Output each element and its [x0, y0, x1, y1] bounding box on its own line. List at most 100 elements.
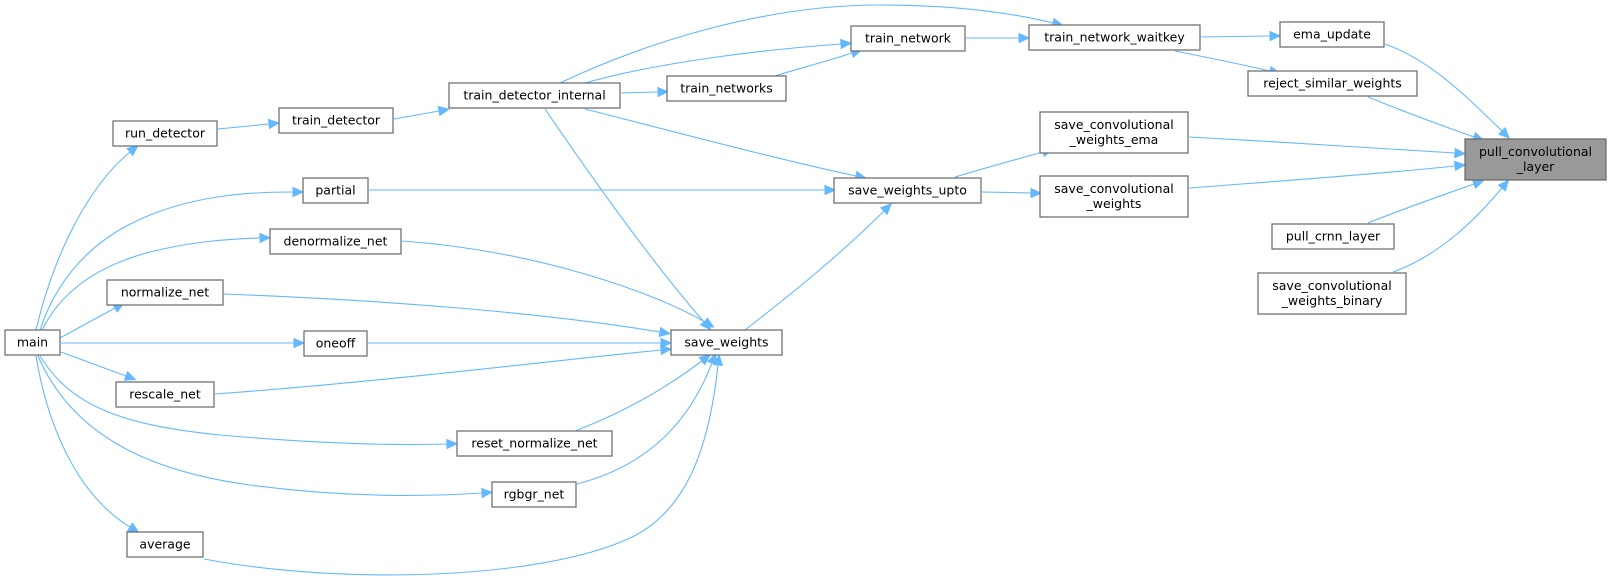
- node-label: train_detector_internal: [463, 88, 605, 103]
- node-oneoff[interactable]: oneoff: [303, 330, 368, 357]
- node-train-detector-internal[interactable]: train_detector_internal: [448, 82, 621, 109]
- edge-rgbgr_net-to-save_weights: [576, 352, 717, 485]
- node-label: reject_similar_weights: [1263, 76, 1402, 91]
- edge-line: [1392, 187, 1503, 273]
- edge-denormalize_net-to-save_weights: [401, 240, 715, 328]
- edge-train_detector_internal-to-train_network: [584, 38, 853, 84]
- edge-main-to-rgbgr_net: [37, 355, 494, 499]
- arrowhead-icon: [446, 438, 459, 450]
- arrowhead-icon: [292, 186, 305, 198]
- node-label: normalize_net: [121, 285, 209, 300]
- edge-train_detector_internal-to-train_networks: [620, 86, 670, 98]
- node-box: [303, 330, 368, 357]
- edge-train_detector_internal-to-save_weights_upto: [584, 108, 867, 182]
- node-save-weights[interactable]: save_weights: [670, 329, 783, 356]
- edge-line: [1367, 183, 1475, 224]
- edge-train_detector-to-train_detector_internal: [393, 105, 451, 120]
- node-box: [1028, 24, 1201, 51]
- node-box: [491, 481, 577, 508]
- edge-oneoff-to-save_weights: [368, 337, 673, 349]
- edge-line: [574, 360, 703, 432]
- edge-line: [35, 355, 131, 528]
- edge-line: [544, 108, 705, 323]
- edge-line: [39, 191, 294, 331]
- node-denormalize-net[interactable]: denormalize_net: [269, 228, 402, 255]
- edge-line: [576, 362, 713, 485]
- node-rgbgr-net[interactable]: rgbgr_net: [491, 481, 577, 508]
- node-rescale-net[interactable]: rescale_net: [115, 381, 215, 408]
- node-label: average: [139, 537, 190, 552]
- edge-main-to-partial: [39, 186, 305, 331]
- node-box: [448, 82, 621, 109]
- node-train-networks[interactable]: train_networks: [666, 75, 787, 102]
- node-train-detector[interactable]: train_detector: [278, 107, 394, 134]
- edge-rescale_net-to-save_weights: [214, 344, 673, 395]
- node-save-convolutional-weights-binary[interactable]: save_convolutional_weights_binary: [1257, 272, 1407, 315]
- edge-save_convolutional_weights_ema-to-pull_convolutional_layer: [1188, 136, 1467, 159]
- edge-line: [584, 108, 857, 177]
- edge-line: [59, 307, 116, 339]
- node-train-network-waitkey[interactable]: train_network_waitkey: [1028, 24, 1201, 51]
- node-train-network[interactable]: train_network: [850, 25, 966, 52]
- node-main[interactable]: main: [4, 329, 61, 356]
- node-label: _weights_binary: [1281, 293, 1383, 308]
- edge-line: [1188, 165, 1456, 189]
- node-box: [833, 177, 982, 204]
- arrowhead-icon: [123, 370, 137, 381]
- edge-line: [620, 91, 659, 94]
- node-pull-crnn-layer[interactable]: pull_crnn_layer: [1271, 223, 1395, 250]
- node-box: [115, 381, 215, 408]
- node-label: run_detector: [125, 126, 206, 141]
- node-box: [456, 430, 613, 457]
- edge-line: [37, 355, 483, 496]
- edge-line: [223, 293, 661, 333]
- node-reject-similar-weights[interactable]: reject_similar_weights: [1247, 70, 1418, 97]
- edge-main-to-denormalize_net: [41, 232, 272, 331]
- node-normalize-net[interactable]: normalize_net: [106, 279, 224, 306]
- arrowhead-icon: [1497, 179, 1510, 192]
- arrowhead-icon: [824, 184, 837, 196]
- edge-partial-to-save_weights_upto: [369, 184, 837, 196]
- node-label: rgbgr_net: [504, 487, 565, 502]
- edge-reject_similar_weights-to-pull_convolutional_layer: [1367, 96, 1485, 142]
- node-run-detector[interactable]: run_detector: [112, 120, 218, 147]
- edge-line: [1384, 43, 1503, 132]
- node-save-weights-upto[interactable]: save_weights_upto: [833, 177, 982, 204]
- edge-train_network-to-train_network_waitkey: [966, 32, 1031, 44]
- edge-line: [744, 210, 885, 331]
- node-box: [1039, 111, 1189, 154]
- arrowhead-icon: [1471, 179, 1485, 190]
- node-save-convolutional-weights[interactable]: save_convolutional_weights: [1039, 175, 1189, 218]
- edge-train_detector_internal-to-save_weights: [544, 108, 712, 331]
- edge-line: [401, 240, 706, 323]
- edge-main-to-normalize_net: [59, 302, 125, 339]
- node-box: [1279, 21, 1385, 48]
- node-label: save_weights_upto: [848, 183, 967, 198]
- arrowhead-icon: [1497, 126, 1511, 139]
- edge-line: [1367, 96, 1475, 138]
- node-ema-update[interactable]: ema_update: [1279, 21, 1385, 48]
- node-reset-normalize-net[interactable]: reset_normalize_net: [456, 430, 613, 457]
- edge-save_weights_upto-to-save_convolutional_weights_ema: [954, 147, 1054, 178]
- edge-line: [217, 123, 270, 130]
- node-box: [1464, 138, 1607, 181]
- edge-line: [1188, 136, 1456, 154]
- edge-line: [981, 191, 1032, 194]
- edge-run_detector-to-train_detector: [217, 118, 281, 130]
- node-box: [1271, 223, 1395, 250]
- node-box: [112, 120, 218, 147]
- arrowhead-icon: [293, 337, 306, 349]
- node-label: pull_crnn_layer: [1286, 229, 1381, 244]
- node-partial[interactable]: partial: [302, 177, 369, 204]
- node-box: [1247, 70, 1418, 97]
- node-box: [666, 75, 787, 102]
- node-average[interactable]: average: [126, 531, 204, 558]
- edge-save_weights_upto-to-save_convolutional_weights: [981, 187, 1043, 199]
- node-save-convolutional-weights-ema[interactable]: save_convolutional_weights_ema: [1039, 111, 1189, 154]
- arrowhead-icon: [1030, 187, 1043, 199]
- edge-reset_normalize_net-to-save_weights: [574, 354, 711, 432]
- edge-train_networks-to-train_network: [774, 48, 863, 77]
- edge-main-to-reset_normalize_net: [39, 355, 459, 450]
- node-label: _layer: [1516, 159, 1555, 174]
